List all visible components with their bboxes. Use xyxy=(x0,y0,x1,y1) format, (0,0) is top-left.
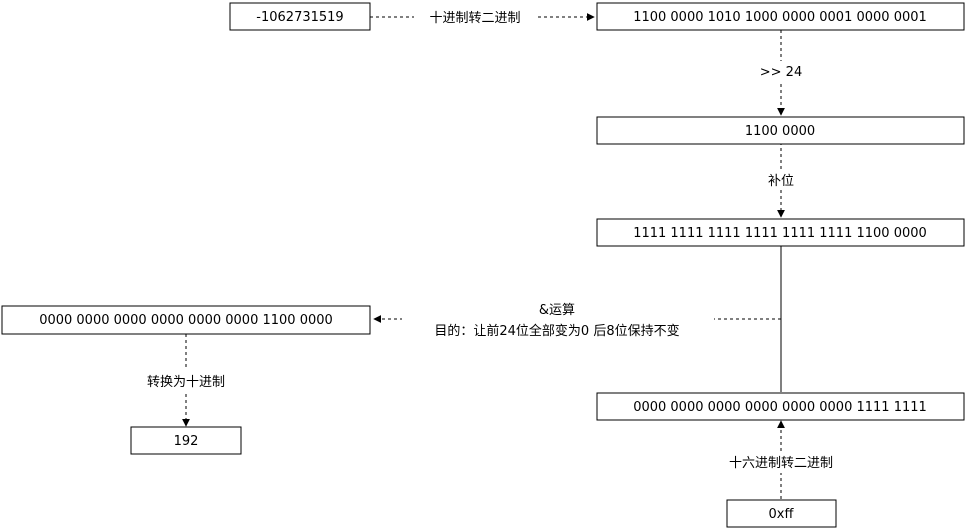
edge-label-dec-to-bin: 十进制转二进制 xyxy=(429,11,520,26)
node-decimal-input: -1062731519 xyxy=(229,2,371,31)
edge-label-and-purpose: 目的：让前24位全部变为0 后8位保持不变 xyxy=(434,323,679,339)
node-hex-input: 0xff xyxy=(726,499,837,528)
edge-label-pad: 补位 xyxy=(768,174,794,189)
node-shifted: 1100 0000 xyxy=(596,116,965,145)
svg-text:0xff: 0xff xyxy=(769,507,795,522)
edge-label-shift: >> 24 xyxy=(760,65,802,80)
svg-text:192: 192 xyxy=(174,434,199,449)
svg-text:1111 1111 1111 1111 1111 1111: 1111 1111 1111 1111 1111 1111 1100 0000 xyxy=(633,226,927,241)
node-binary-full: 1100 0000 1010 1000 0000 0001 0000 0001 xyxy=(596,2,965,31)
svg-text:1100 0000: 1100 0000 xyxy=(745,124,815,139)
edge-label-to-decimal: 转换为十进制 xyxy=(147,375,225,390)
node-mask-binary: 0000 0000 0000 0000 0000 0000 1111 1111 xyxy=(596,392,965,421)
svg-text:0000 0000 0000 0000 0000 0000: 0000 0000 0000 0000 0000 0000 1111 1111 xyxy=(633,400,927,415)
svg-text:0000 0000 0000 0000 0000 0000: 0000 0000 0000 0000 0000 0000 1100 0000 xyxy=(39,313,333,328)
node-decimal-result: 192 xyxy=(130,426,242,455)
node-padded: 1111 1111 1111 1111 1111 1111 1100 0000 xyxy=(596,218,965,247)
svg-text:1100 0000 1010 1000 0000 0001: 1100 0000 1010 1000 0000 0001 0000 0001 xyxy=(633,10,927,25)
edge-label-hex-to-bin: 十六进制转二进制 xyxy=(729,456,833,471)
node-and-result: 0000 0000 0000 0000 0000 0000 1100 0000 xyxy=(1,305,371,335)
svg-text:-1062731519: -1062731519 xyxy=(256,10,343,25)
edge-label-and-op: &运算 xyxy=(539,303,575,318)
